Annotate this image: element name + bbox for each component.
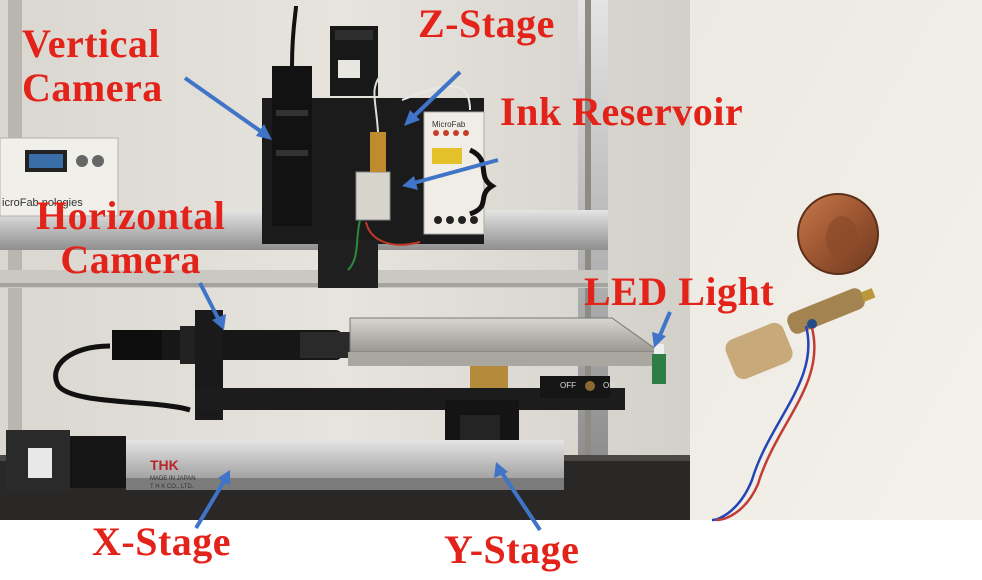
label-vertical-camera: Vertical Camera (22, 21, 163, 110)
horizontal-camera-body (112, 330, 342, 360)
vertical-camera-body (272, 66, 312, 226)
annotation-arrows (183, 70, 672, 532)
arrow-horizontal-camera (198, 282, 222, 323)
label-y-stage: Y-Stage (444, 527, 580, 572)
led-light-wires (711, 325, 810, 522)
arrow-ink-reservoir (409, 158, 499, 186)
horizontal-camera-cable (53, 343, 191, 413)
label-horizontal-camera: Horizontal Camera (36, 193, 226, 282)
switch-off-text: OFF (560, 381, 576, 390)
label-z-stage: Z-Stage (418, 1, 555, 46)
arrow-vertical-camera (183, 76, 268, 137)
arrow-x-stage (194, 476, 228, 530)
ink-reservoir-block (355, 171, 391, 221)
switch-on-text: ON (603, 381, 615, 390)
led-light-module (725, 288, 876, 380)
made-in-japan-text: MADE IN JAPAN (150, 476, 196, 482)
label-led-light: LED Light (584, 269, 775, 314)
led-light-board (652, 354, 666, 384)
label-ink-reservoir: Ink Reservoir (500, 89, 744, 134)
thk-company-text: T H K CO., LTD. (150, 484, 194, 490)
label-x-stage: X-Stage (92, 519, 232, 564)
microfab-text: MicroFab (432, 120, 466, 129)
bottom-border (0, 520, 982, 580)
controller-text: icroFab nologies (2, 197, 83, 209)
thk-brand-text: THK (150, 457, 179, 473)
build-plate (349, 317, 662, 353)
arrow-z-stage (408, 70, 462, 122)
arrow-y-stage (498, 468, 542, 532)
